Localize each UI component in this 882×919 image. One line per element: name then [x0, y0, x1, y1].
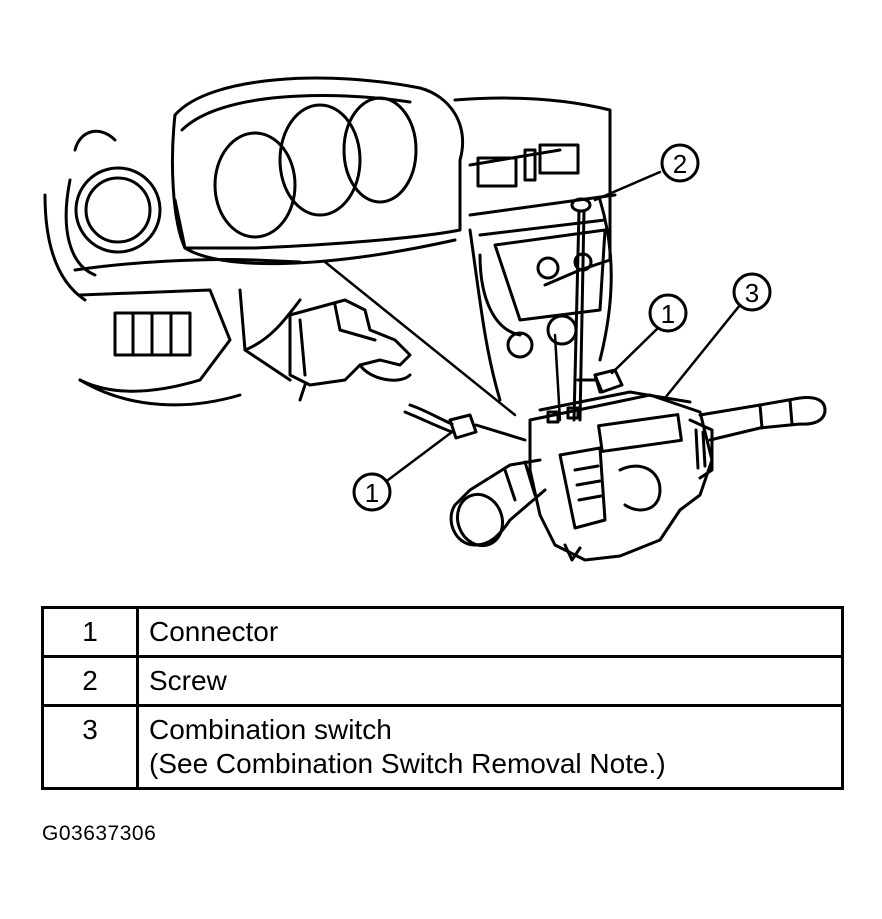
- legend-number: 1: [41, 606, 139, 658]
- left-vent-outline: [43, 129, 162, 302]
- instrument-cluster: [170, 76, 465, 266]
- screw: [570, 197, 592, 422]
- legend-description-line: Combination switch: [149, 714, 392, 745]
- center-console: [453, 96, 617, 402]
- assembly-guide-lines: [323, 260, 562, 422]
- legend-description: Screw: [136, 655, 844, 707]
- callout-3-label: 3: [745, 278, 759, 308]
- key-cylinder: [288, 298, 412, 402]
- right-stalk: [698, 396, 827, 442]
- combination-switch: [528, 390, 714, 562]
- callout-1-lower: 1: [352, 472, 392, 512]
- callout-3: 3: [732, 272, 772, 312]
- legend-number: 2: [41, 655, 139, 707]
- callout-2: 2: [660, 143, 700, 183]
- callout-1-upper: 1: [648, 293, 688, 333]
- legend-description: Combination switch (See Combination Swit…: [136, 704, 844, 790]
- legend-number: 3: [41, 704, 139, 790]
- legend-row: 1 Connector: [41, 606, 844, 658]
- lower-connector: [403, 403, 527, 442]
- callout-leaders: [386, 170, 742, 482]
- upper-connector: [576, 368, 624, 394]
- figure-code: G03637306: [42, 822, 157, 845]
- legend-description-line: Screw: [149, 665, 227, 696]
- callout-1-lower-label: 1: [365, 478, 379, 508]
- legend-description: Connector: [136, 606, 844, 658]
- legend-description-line: (See Combination Switch Removal Note.): [149, 748, 666, 779]
- callout-1-upper-label: 1: [661, 299, 675, 329]
- callout-2-label: 2: [673, 149, 687, 179]
- steering-column-illustration: 2 1 3 1: [43, 76, 827, 562]
- lower-dash-panel: [73, 258, 302, 407]
- legend-row: 2 Screw: [41, 655, 844, 707]
- legend-table: 1 Connector 2 Screw 3 Combination switch…: [41, 606, 844, 790]
- legend-row: 3 Combination switch (See Combination Sw…: [41, 704, 844, 790]
- left-stalk: [449, 458, 547, 548]
- legend-description-line: Connector: [149, 616, 279, 647]
